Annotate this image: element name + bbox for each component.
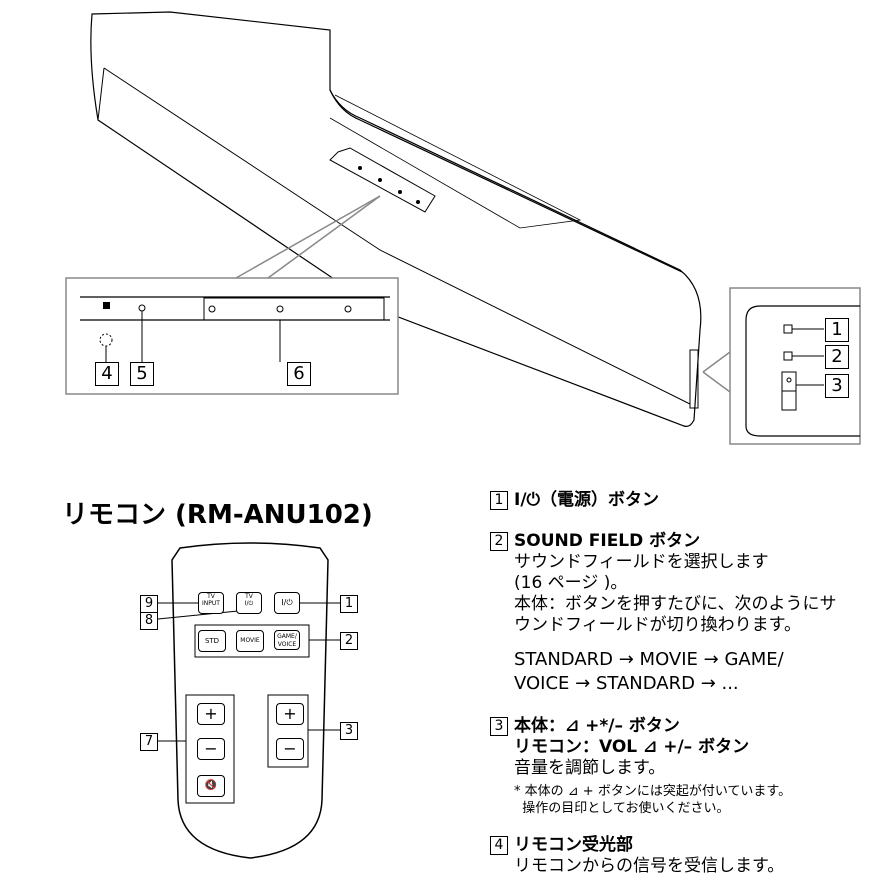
callout-2-side: 2 <box>825 345 849 369</box>
tv-power-button[interactable]: TV I/⏻ <box>236 592 262 614</box>
soundbar-body <box>90 11 702 427</box>
volume-minus-button[interactable]: − <box>197 738 225 760</box>
desc-number: 3 <box>490 716 508 736</box>
callout-8: 8 <box>140 612 158 630</box>
desc-note-line: * 本体の ⊿ + ボタンには突起が付いています。 <box>514 784 792 799</box>
desc-heading-2: リモコン：VOL ⊿ +/– ボタン <box>514 737 750 757</box>
callout-3-side: 3 <box>825 374 849 398</box>
button-descriptions: 1 I/⏻（電源）ボタン 2 SOUND FIELD ボタン サウンドフィールドを選… <box>490 490 865 891</box>
soundbar-illustration <box>65 11 861 445</box>
side-panel-detail <box>729 287 861 445</box>
sequence-line: STANDARD → MOVIE → GAME/ <box>514 649 784 670</box>
tv-volume-plus-button[interactable]: + <box>276 703 304 725</box>
desc-number: 2 <box>490 531 508 551</box>
desc-body-line: 音量を調節します。 <box>514 758 666 778</box>
tv-input-button[interactable]: TV INPUT <box>198 592 224 614</box>
desc-body-line: (16 ページ )。 <box>514 573 628 593</box>
desc-item-3: 3 本体：⊿ +*/– ボタン リモコン：VOL ⊿ +/– ボタン 音量を調節し… <box>490 716 865 817</box>
callout-6: 6 <box>287 362 311 386</box>
desc-note-line: 操作の目印としてお使いください。 <box>514 801 730 816</box>
callout-4: 4 <box>95 362 119 386</box>
mute-button[interactable]: 🔇 <box>197 775 225 797</box>
desc-heading: I/⏻（電源）ボタン <box>514 490 659 510</box>
desc-heading: リモコン受光部 <box>514 835 633 855</box>
callout-9: 9 <box>140 595 158 613</box>
callout-5: 5 <box>130 362 154 386</box>
desc-body-line: 本体：ボタンを押すたびに、次のようにサ <box>514 594 837 614</box>
desc-body-line: ウンドフィールドが切り換わります。 <box>514 615 801 635</box>
game-voice-button[interactable]: GAME/ VOICE <box>274 630 300 650</box>
callout-2-remote: 2 <box>340 632 358 650</box>
callout-1-side: 1 <box>825 318 849 342</box>
volume-plus-button[interactable]: + <box>197 703 225 725</box>
desc-heading: SOUND FIELD ボタン <box>514 531 701 551</box>
desc-body-line: サウンドフィールドを選択します <box>514 552 769 572</box>
desc-number: 1 <box>490 490 508 510</box>
desc-item-2: 2 SOUND FIELD ボタン サウンドフィールドを選択します (16 ページ… <box>490 531 865 696</box>
callout-3-remote: 3 <box>340 722 358 740</box>
desc-heading: 本体：⊿ +*/– ボタン <box>514 716 680 736</box>
desc-item-1: 1 I/⏻（電源）ボタン <box>490 490 865 511</box>
sequence-line: VOICE → STANDARD → ... <box>514 673 739 694</box>
callout-7: 7 <box>140 733 158 751</box>
std-button[interactable]: STD <box>198 630 226 652</box>
desc-number: 4 <box>490 835 508 855</box>
desc-item-4: 4 リモコン受光部 リモコンからの信号を受信します。 <box>490 835 865 877</box>
callout-1-remote: 1 <box>340 595 358 613</box>
tv-volume-minus-button[interactable]: − <box>276 738 304 760</box>
remote-title: リモコン (RM-ANU102) <box>62 500 373 530</box>
front-panel-detail <box>65 277 399 395</box>
sound-field-sequence: STANDARD → MOVIE → GAME/ VOICE → STANDAR… <box>490 648 865 696</box>
desc-body-line: リモコンからの信号を受信します。 <box>514 856 785 876</box>
soundbar-top-buttons <box>329 147 436 213</box>
power-button[interactable]: I/⏻ <box>274 592 300 614</box>
movie-button[interactable]: MOVIE <box>236 630 264 652</box>
